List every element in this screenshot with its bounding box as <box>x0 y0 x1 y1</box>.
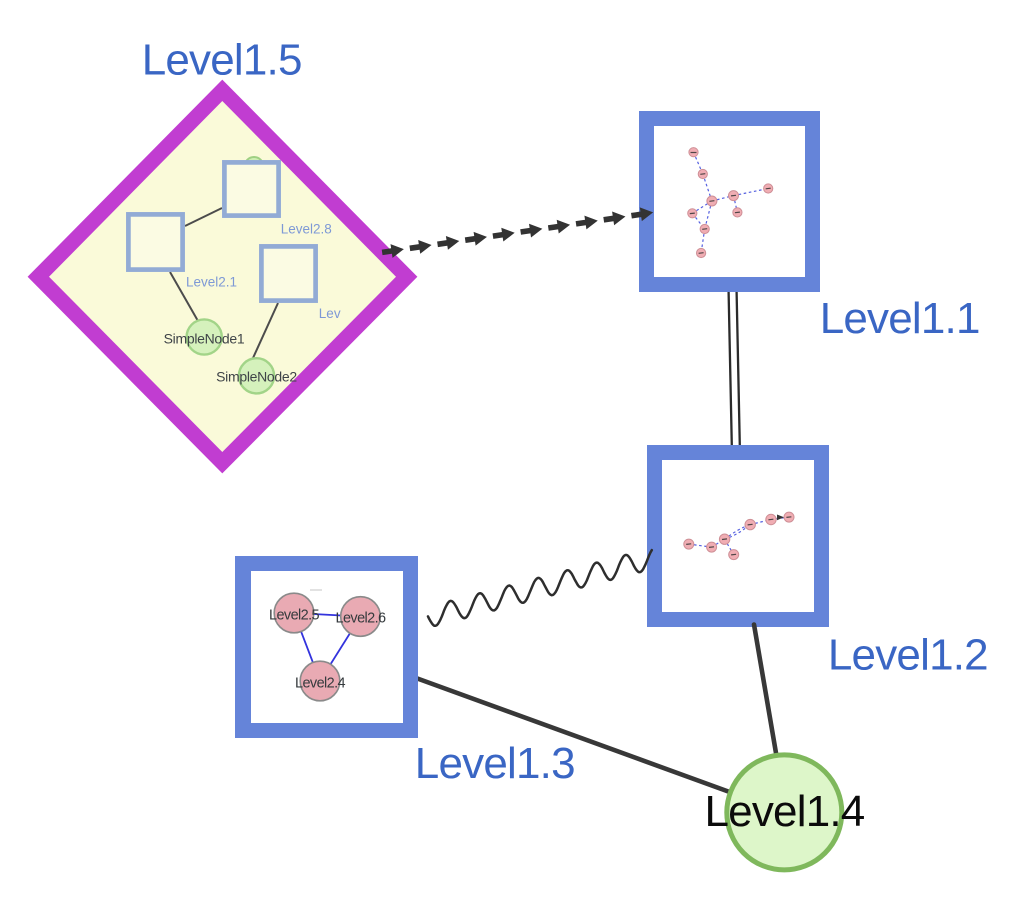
svg-text:Level2.4: Level2.4 <box>295 676 346 692</box>
svg-text:Level1.4: Level1.4 <box>705 787 865 836</box>
svg-text:Level1.5: Level1.5 <box>142 36 302 85</box>
svg-text:SimpleNode2: SimpleNode2 <box>216 369 297 385</box>
svg-text:Level2.1: Level2.1 <box>186 275 237 290</box>
svg-text:SimpleNode1: SimpleNode1 <box>164 331 245 347</box>
svg-text:Level2.8: Level2.8 <box>281 221 332 236</box>
svg-text:Level1.2: Level1.2 <box>828 631 988 680</box>
svg-text:Level2.5: Level2.5 <box>269 608 320 624</box>
svg-text:Level1.3: Level1.3 <box>415 739 575 788</box>
svg-text:Lev: Lev <box>319 306 341 321</box>
svg-text:Level1.1: Level1.1 <box>820 294 980 343</box>
svg-text:Level2.6: Level2.6 <box>335 611 386 627</box>
